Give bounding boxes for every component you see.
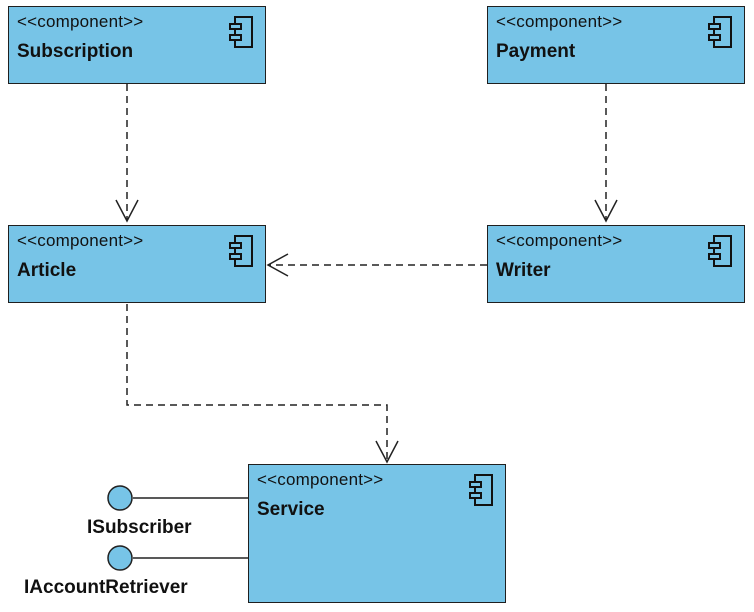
uml-component-icon — [708, 235, 732, 267]
component-article[interactable]: <<component>> Article — [8, 225, 266, 303]
stereotype-label: <<component>> — [17, 231, 144, 250]
stereotype-label: <<component>> — [17, 12, 144, 31]
dependency-article-to-service — [126, 304, 388, 461]
arrowhead-service — [375, 440, 399, 464]
lollipop-interface-icon — [107, 545, 133, 571]
component-payment[interactable]: <<component>> Payment — [487, 6, 745, 84]
uml-component-icon — [229, 235, 253, 267]
arrowhead-writer — [594, 199, 618, 223]
component-name: Payment — [496, 41, 576, 62]
component-name: Subscription — [17, 41, 134, 62]
component-subscription[interactable]: <<component>> Subscription — [8, 6, 266, 84]
arrowhead-article-left — [266, 253, 289, 277]
stereotype-label: <<component>> — [496, 12, 623, 31]
interface-label-isubscriber: ISubscriber — [87, 517, 192, 538]
arrowhead-article — [115, 199, 139, 223]
component-name: Service — [257, 499, 325, 520]
component-service[interactable]: <<component>> Service — [248, 464, 506, 603]
stereotype-label: <<component>> — [496, 231, 623, 250]
interface-label-iaccountretriever: IAccountRetriever — [24, 577, 188, 598]
component-name: Article — [17, 260, 77, 281]
lollipop-interface-icon — [107, 485, 133, 511]
uml-component-icon — [229, 16, 253, 48]
stereotype-label: <<component>> — [257, 470, 384, 489]
component-name: Writer — [496, 260, 551, 281]
uml-component-icon — [469, 474, 493, 506]
uml-component-icon — [708, 16, 732, 48]
component-writer[interactable]: <<component>> Writer — [487, 225, 745, 303]
